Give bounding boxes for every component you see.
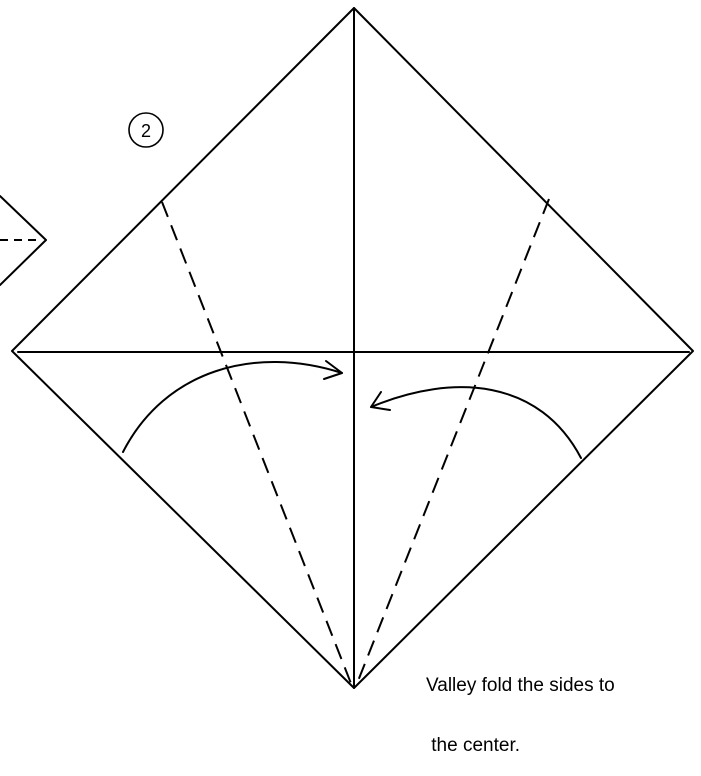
right-arrow-curve: [370, 386, 582, 459]
instruction-line-2: the center.: [426, 735, 521, 756]
step-number: 2: [141, 121, 151, 141]
previous-step-fragment: [0, 195, 47, 286]
step-marker: 2: [128, 112, 164, 148]
left-arrow-curve: [122, 361, 343, 453]
right-valley-fold-line: [355, 198, 550, 687]
left-arrow-head: [323, 360, 343, 380]
right-arrow-head: [370, 391, 391, 411]
left-valley-fold-line: [161, 201, 353, 687]
right-fold-arrow: [370, 386, 582, 459]
instruction-line-1: Valley fold the sides to: [426, 675, 615, 696]
paper-square-outline: [11, 7, 694, 689]
step-number-circle: [128, 112, 164, 148]
instruction-text: Valley fold the sides to the center.: [426, 636, 615, 776]
left-fold-arrow: [122, 360, 343, 453]
previous-step-outline: [0, 195, 47, 286]
origami-fold-diagram: 2: [0, 7, 694, 689]
